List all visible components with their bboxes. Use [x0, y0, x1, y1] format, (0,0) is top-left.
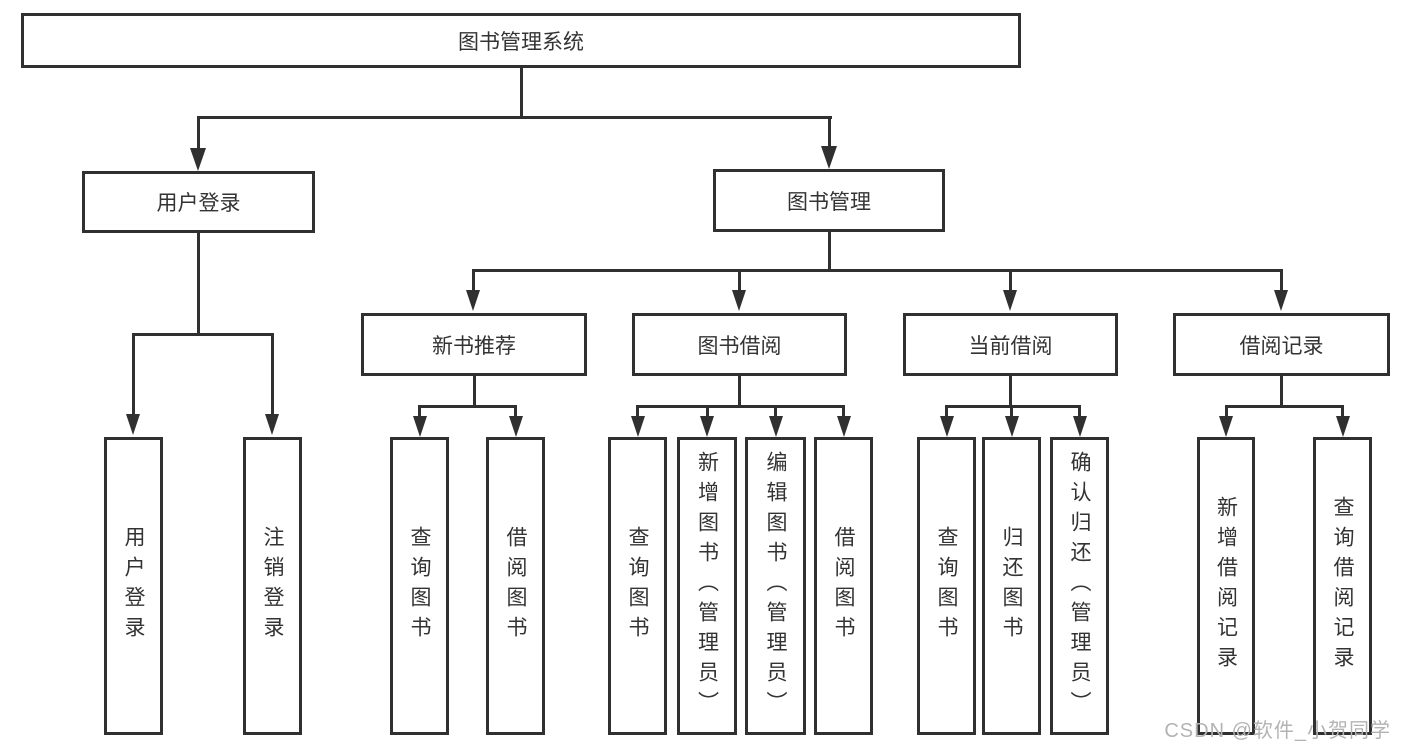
arrowhead-icon [126, 414, 140, 435]
node-label: 图书管理系统 [458, 30, 584, 54]
arrowhead-icon [940, 416, 954, 437]
node-label: 图书借阅 [697, 334, 782, 358]
arrowhead-icon [700, 416, 714, 437]
node-label: 归还图书 [1000, 526, 1023, 646]
arrowhead-icon [837, 416, 851, 437]
connector-leaf [1341, 405, 1344, 418]
connector-leaf [1078, 405, 1081, 418]
leaf-user-login: 用户登录 [104, 437, 163, 735]
connector-to-user-login [197, 116, 200, 148]
connector-leaf [514, 405, 517, 418]
connector-currentborrow-horizontal [945, 405, 1081, 408]
node-label: 借阅记录 [1239, 334, 1324, 358]
node-label: 新增借阅记录 [1214, 496, 1238, 676]
node-book-borrowing: 图书借阅 [632, 313, 847, 376]
connector-login-horizontal [132, 333, 274, 336]
node-user-login: 用户登录 [82, 171, 315, 233]
node-label: 注销登录 [261, 526, 284, 646]
node-label: 当前借阅 [968, 334, 1053, 358]
arrowhead-icon [265, 414, 279, 435]
connector-to-borrow-records [1280, 269, 1283, 292]
node-current-borrowing: 当前借阅 [903, 313, 1118, 376]
node-label: 借阅图书 [504, 526, 527, 646]
leaf-query-books-borrow: 查询图书 [608, 437, 667, 735]
connector-mgmt-horizontal [472, 269, 1283, 272]
connector-mgmt-stem [828, 232, 831, 271]
arrowhead-icon [1219, 416, 1233, 437]
arrowhead-icon [732, 290, 746, 311]
connector-login-stem [197, 233, 200, 335]
node-label: 借阅图书 [832, 526, 855, 646]
node-label: 用户登录 [122, 526, 145, 646]
connector-leaf [1010, 405, 1013, 418]
connector-leaf [636, 405, 639, 418]
leaf-borrow-books-newbook: 借阅图书 [486, 437, 545, 735]
node-root-system: 图书管理系统 [21, 13, 1021, 68]
arrowhead-icon [1003, 290, 1017, 311]
connector-root-stem [520, 68, 523, 117]
arrowhead-icon [1274, 290, 1288, 311]
connector-root-horizontal [197, 116, 832, 119]
node-label: 查询图书 [626, 526, 649, 646]
connector-leaf [842, 405, 845, 418]
leaf-query-books-newbook: 查询图书 [390, 437, 449, 735]
node-book-management: 图书管理 [713, 169, 945, 232]
leaf-add-borrow-record: 新增借阅记录 [1197, 437, 1255, 735]
connector-leaf [1225, 405, 1228, 418]
leaf-borrow-books: 借阅图书 [814, 437, 873, 735]
connector-leaf [418, 405, 421, 418]
arrowhead-icon [631, 416, 645, 437]
arrowhead-icon [413, 416, 427, 437]
leaf-return-books: 归还图书 [982, 437, 1041, 735]
connector-currentborrow-stem [1009, 376, 1012, 407]
node-label: 图书管理 [787, 190, 871, 214]
connector-newbook-horizontal [418, 405, 517, 408]
node-label: 查询图书 [935, 526, 958, 646]
node-label: 确认归还（管理员） [1068, 451, 1091, 721]
csdn-watermark: CSDN @软件_小贺同学 [1164, 720, 1391, 742]
arrowhead-icon [1073, 416, 1087, 437]
connector-bookborrow-stem [738, 376, 741, 407]
arrowhead-icon [1336, 416, 1350, 437]
connector-leaf [706, 405, 709, 418]
connector-to-new-book [472, 269, 475, 292]
arrowhead-icon [769, 416, 783, 437]
node-label: 查询借阅记录 [1331, 496, 1354, 676]
node-borrowing-records: 借阅记录 [1173, 313, 1390, 376]
arrowhead-icon [466, 290, 480, 311]
node-label: 查询图书 [408, 526, 431, 646]
arrowhead-icon [1005, 416, 1019, 437]
connector-records-horizontal [1225, 405, 1344, 408]
connector-records-stem [1280, 376, 1283, 407]
connector-leaf [945, 405, 948, 418]
node-label: 编辑图书（管理员） [764, 451, 787, 721]
leaf-query-books-current: 查询图书 [917, 437, 976, 735]
connector-to-leaf-logout [271, 333, 274, 416]
connector-to-current-borrow [1009, 269, 1012, 292]
node-label: 新书推荐 [432, 334, 516, 358]
connector-bookborrow-horizontal [636, 405, 845, 408]
leaf-query-borrow-record: 查询借阅记录 [1313, 437, 1372, 735]
arrowhead-icon [190, 148, 206, 171]
leaf-confirm-return-admin: 确认归还（管理员） [1050, 437, 1109, 735]
arrowhead-icon [821, 146, 837, 169]
node-label: 新增图书（管理员） [695, 451, 719, 721]
leaf-logout: 注销登录 [243, 437, 302, 735]
connector-to-book-borrow [738, 269, 741, 292]
arrowhead-icon [509, 416, 523, 437]
node-label: 用户登录 [156, 192, 241, 215]
leaf-edit-books-admin: 编辑图书（管理员） [745, 437, 806, 735]
connector-leaf [774, 405, 777, 418]
connector-to-book-management [828, 116, 831, 146]
connector-newbook-stem [473, 376, 476, 407]
connector-to-leaf-user-login [132, 333, 135, 416]
node-new-book-recommend: 新书推荐 [361, 313, 587, 376]
leaf-add-books-admin: 新增图书（管理员） [677, 437, 737, 735]
